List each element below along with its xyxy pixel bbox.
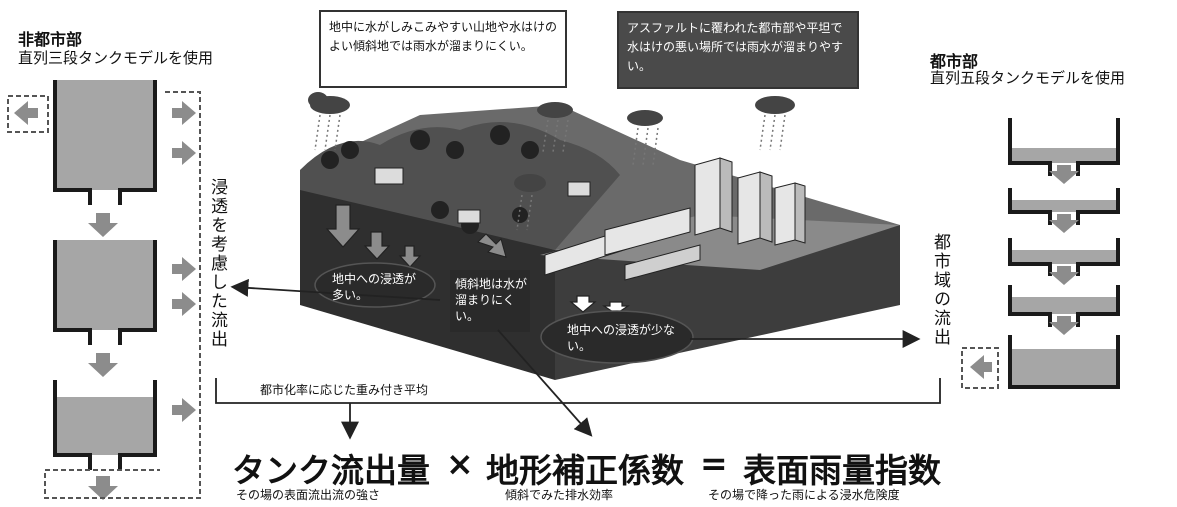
weighted-average-label: 都市化率に応じた重み付き平均 <box>258 381 431 398</box>
down-arrow-icon <box>88 476 118 500</box>
left-panel-subtitle: 直列三段タンクモデルを使用 <box>18 49 214 67</box>
left-tank-model <box>7 80 201 500</box>
callout-urban: アスファルトに覆われた都市部や平坦で水はけの悪い場所では雨水が溜まりやすい。 <box>617 11 859 89</box>
down-arrow-icon <box>88 353 118 377</box>
terrain-scene <box>300 92 900 380</box>
formula-tank-runoff-sub: その場の表面流出流の強さ <box>236 488 381 502</box>
right-panel-title: 都市部 <box>930 52 979 71</box>
urban-runoff-label: 都市域の流出 <box>928 233 953 373</box>
callout-mountain: 地中に水がしみこみやすい山地や水はけのよい傾斜地では雨水が溜まりにくい。 <box>319 10 567 88</box>
formula-surface-rainfall-index-sub: その場で降った雨による浸水危険度 <box>708 488 900 502</box>
left-outflow-arrow-icon <box>14 101 38 125</box>
rain-cloud-icons <box>308 92 795 192</box>
formula-terrain-correction-sub: 傾斜でみた排水効率 <box>505 488 614 502</box>
formula-surface-rainfall-index: 表面雨量指数 <box>743 451 941 490</box>
left-tank-1 <box>55 80 155 190</box>
left-tank-3 <box>55 397 155 455</box>
urban-outflow-arrow-icon <box>970 355 992 379</box>
down-arrow-icon <box>88 213 118 237</box>
label-slope: 傾斜地は水が溜まりにくい。 <box>455 277 528 323</box>
label-high-infiltration: 地中への浸透が多い。 <box>332 272 417 302</box>
formula-equals: = <box>700 444 728 483</box>
formula-terrain-correction: 地形補正係数 <box>486 451 684 490</box>
slope-arrow-icon <box>477 233 507 258</box>
left-tank-2 <box>55 240 155 330</box>
infiltration-arrow-icons <box>325 204 422 268</box>
formula-multiply: × <box>446 444 474 483</box>
formula-tank-runoff: タンク流出量 <box>232 451 430 490</box>
label-low-infiltration: 地中への浸透が少ない。 <box>567 323 676 353</box>
infiltration-runoff-label: 浸透を考慮した流出 <box>205 178 230 378</box>
side-outflow-arrows <box>172 101 196 422</box>
left-panel-title: 非都市部 <box>18 30 83 49</box>
right-panel-subtitle: 直列五段タンクモデルを使用 <box>930 69 1126 87</box>
right-tank-model <box>961 118 1120 389</box>
